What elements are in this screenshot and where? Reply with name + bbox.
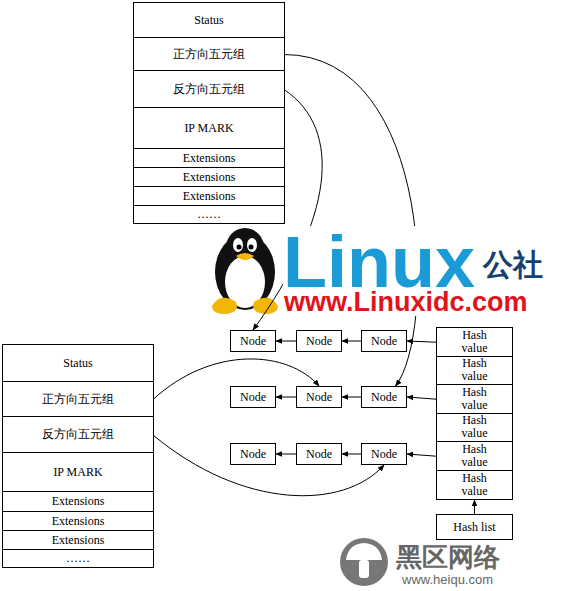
struct-field: Status [134, 3, 284, 38]
struct-field: …… [134, 206, 284, 223]
hash-bucket: Hash value [437, 357, 512, 386]
pointer-arrow [276, 341, 296, 342]
list-node: Node [230, 443, 276, 465]
hash-bucket: Hash value [437, 442, 512, 471]
pointer-arrow [474, 500, 475, 514]
watermark-text: www.heiqu.com [402, 573, 493, 586]
struct-field-label: 正方向五元组 [173, 48, 245, 61]
struct-field-label: …… [197, 208, 221, 221]
struct-field-label: Extensions [183, 152, 236, 165]
struct-field: Extensions [3, 492, 153, 512]
pointer-arrow [276, 454, 296, 455]
struct-field-label: Status [63, 357, 92, 370]
hash-bucket: Hash value [437, 385, 512, 414]
pointer-arrow [276, 397, 296, 398]
struct-field-label: 反方向五元组 [42, 428, 114, 441]
list-node-label: Node [371, 335, 397, 348]
list-node: Node [361, 330, 407, 352]
hash-bucket-label: Hash value [455, 472, 495, 498]
list-node: Node [361, 386, 407, 408]
struct-field: …… [3, 550, 153, 567]
conntrack-struct: Status正方向五元组反方向五元组IP MARKExtensionsExten… [2, 344, 154, 568]
list-node: Node [296, 386, 342, 408]
struct-field: Status [3, 345, 153, 382]
hash-list-box-label: Hash list [453, 521, 495, 534]
struct-field: 正方向五元组 [3, 382, 153, 417]
list-node-label: Node [306, 391, 332, 404]
pointer-arrow [407, 454, 437, 456]
pointer-arrow [342, 454, 361, 455]
struct-field-label: 反方向五元组 [173, 83, 245, 96]
struct-field-label: Extensions [52, 495, 105, 508]
watermark-text: www.Linuxidc.com [284, 289, 528, 316]
hash-bucket-label: Hash value [455, 443, 495, 469]
pointer-arrow [342, 397, 361, 398]
struct-field-label: Status [194, 14, 223, 27]
list-node-label: Node [306, 448, 332, 461]
list-node-label: Node [240, 335, 266, 348]
hash-bucket-label: Hash value [455, 357, 495, 383]
list-node-label: Node [240, 448, 266, 461]
struct-field: IP MARK [134, 108, 284, 149]
watermark-text: 公社 [483, 250, 543, 280]
conntrack-struct: Status正方向五元组反方向五元组IP MARKExtensionsExten… [133, 2, 285, 224]
list-node: Node [230, 386, 276, 408]
hash-bucket: Hash value [437, 414, 512, 443]
watermark-text: 黑区网络 [396, 544, 500, 570]
struct-field: Extensions [134, 149, 284, 168]
hash-bucket: Hash value [437, 471, 512, 500]
heiqu-logo-icon [340, 538, 388, 586]
hash-bucket-label: Hash value [455, 414, 495, 440]
struct-field: Extensions [134, 168, 284, 187]
struct-field-label: Extensions [52, 515, 105, 528]
struct-field-label: Extensions [183, 190, 236, 203]
pointer-arrow [407, 397, 437, 399]
watermark-text: Linux [283, 226, 475, 298]
hash-bucket: Hash value [437, 328, 512, 357]
hash-bucket-array: Hash valueHash valueHash valueHash value… [436, 327, 513, 500]
struct-field: 正方向五元组 [134, 38, 284, 71]
pointer-arrow [153, 435, 384, 496]
hash-bucket-label: Hash value [455, 329, 495, 355]
list-node: Node [296, 330, 342, 352]
struct-field: Extensions [134, 187, 284, 206]
penguin-mascot [212, 228, 278, 314]
struct-field: Extensions [3, 512, 153, 531]
struct-field-label: …… [66, 552, 90, 565]
list-node: Node [296, 443, 342, 465]
list-node-label: Node [306, 335, 332, 348]
list-node-label: Node [371, 448, 397, 461]
hash-bucket-label: Hash value [455, 386, 495, 412]
list-node: Node [230, 330, 276, 352]
struct-field: Extensions [3, 531, 153, 550]
pointer-arrow [342, 341, 361, 342]
pointer-arrow [284, 55, 418, 387]
struct-field-label: Extensions [52, 534, 105, 547]
pointer-arrow [407, 341, 437, 342]
struct-field: IP MARK [3, 453, 153, 492]
struct-field: 反方向五元组 [3, 417, 153, 453]
list-node: Node [361, 443, 407, 465]
struct-field-label: IP MARK [53, 466, 102, 479]
list-node-label: Node [240, 391, 266, 404]
struct-field-label: Extensions [183, 171, 236, 184]
hash-list-box: Hash list [436, 514, 513, 540]
struct-field: 反方向五元组 [134, 71, 284, 108]
struct-field-label: IP MARK [184, 122, 233, 135]
list-node-label: Node [371, 391, 397, 404]
struct-field-label: 正方向五元组 [42, 393, 114, 406]
